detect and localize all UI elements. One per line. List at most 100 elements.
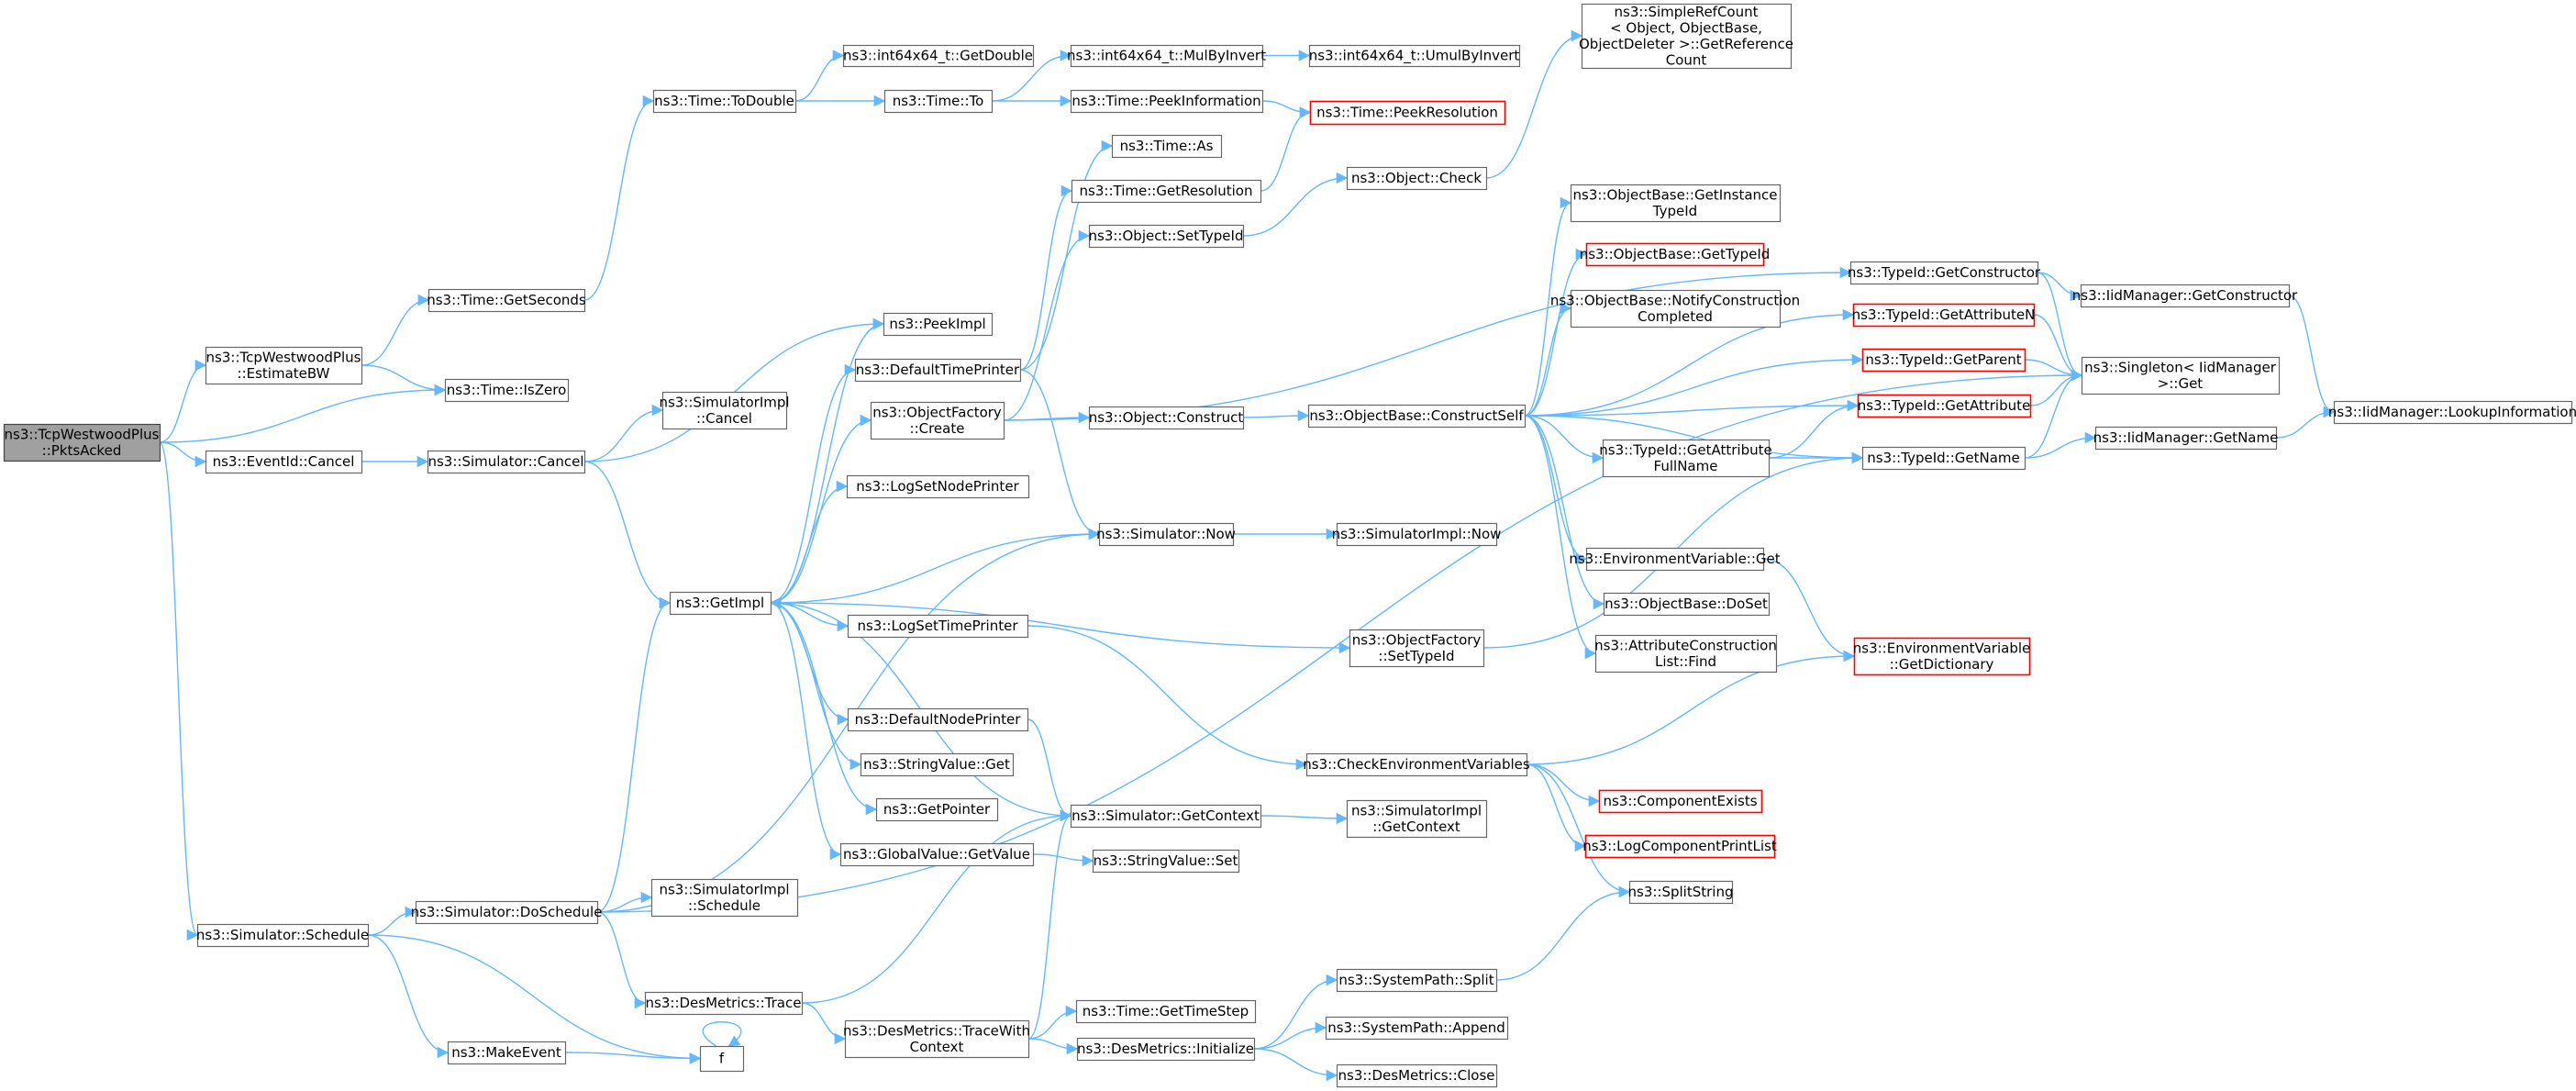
node-eventcancel[interactable]: ns3::EventId::Cancel <box>205 450 363 474</box>
node-label-eventcancel-0: ns3::EventId::Cancel <box>213 453 355 470</box>
node-box-splitstring <box>1628 880 1734 905</box>
node-todouble[interactable]: ns3::Time::ToDouble <box>652 89 797 114</box>
node-getres[interactable]: ns3::Time::GetResolution <box>1071 179 1262 204</box>
node-box-singletonget <box>2081 356 2281 395</box>
node-objfactsettypeid[interactable]: ns3::ObjectFactory::SetTypeId <box>1349 629 1485 668</box>
node-label-tgetname-0: ns3::TypeId::GetName <box>1867 450 2019 466</box>
node-obgettypeid[interactable]: ns3::ObjectBase::GetTypeId <box>1580 242 1771 267</box>
node-peekinfo[interactable]: ns3::Time::PeekInformation <box>1070 89 1264 114</box>
node-simschedule[interactable]: ns3::Simulator::Schedule <box>196 923 370 948</box>
node-objsettypeid[interactable]: ns3::Object::SetTypeId <box>1089 224 1245 249</box>
node-syspathappend[interactable]: ns3::SystemPath::Append <box>1325 1016 1509 1041</box>
node-desmeinit[interactable]: ns3::DesMetrics::Initialize <box>1076 1037 1256 1062</box>
node-obdoset[interactable]: ns3::ObjectBase::DoSet <box>1603 592 1771 617</box>
node-iszero[interactable]: ns3::Time::IsZero <box>444 378 570 403</box>
node-getpointer[interactable]: ns3::GetPointer <box>875 797 999 822</box>
node-getimpl[interactable]: ns3::GetImpl <box>669 591 772 616</box>
node-globalgetvalue[interactable]: ns3::GlobalValue::GetValue <box>839 842 1035 867</box>
node-simimplcancel[interactable]: ns3::SimulatorImpl::Cancel <box>659 391 790 430</box>
node-box-desmeclose <box>1336 1063 1498 1088</box>
node-timeas[interactable]: ns3::Time::As <box>1111 134 1223 159</box>
node-tgetattrn[interactable]: ns3::TypeId::GetAttributeN <box>1852 303 2036 328</box>
node-strvalset[interactable]: ns3::StringValue::Set <box>1092 849 1240 874</box>
node-envgetdict[interactable]: ns3::EnvironmentVariable::GetDictionary <box>1853 637 2031 676</box>
node-root[interactable]: ns3::TcpWestwoodPlus::PktsAcked <box>3 423 161 462</box>
node-logsettime[interactable]: ns3::LogSetTimePrinter <box>847 614 1029 639</box>
node-estbw[interactable]: ns3::TcpWestwoodPlus::EstimateBW <box>205 346 363 385</box>
node-desmeclose[interactable]: ns3::DesMetrics::Close <box>1336 1063 1498 1088</box>
node-compexists[interactable]: ns3::ComponentExists <box>1598 789 1763 814</box>
node-deftimeprinter[interactable]: ns3::DefaultTimePrinter <box>854 358 1022 383</box>
node-box-timeas <box>1111 134 1223 159</box>
node-mulbyinvert[interactable]: ns3::int64x64_t::MulByInvert <box>1067 44 1266 68</box>
node-i64getdouble[interactable]: ns3::int64x64_t::GetDouble <box>842 44 1035 68</box>
node-peekimpl[interactable]: ns3::PeekImpl <box>883 312 994 337</box>
node-box-peekimpl <box>883 312 994 337</box>
node-label-estbw-0: ns3::TcpWestwoodPlus <box>206 349 361 365</box>
node-logsetnode[interactable]: ns3::LogSetNodePrinter <box>846 474 1030 499</box>
edge-getsec-to-todouble <box>583 95 655 301</box>
node-label-timeto-0: ns3::Time::To <box>893 93 984 109</box>
node-simimplnow[interactable]: ns3::SimulatorImpl::Now <box>1332 522 1502 547</box>
node-checkenv[interactable]: ns3::CheckEnvironmentVariables <box>1303 752 1530 777</box>
node-simimplgetcontext[interactable]: ns3::SimulatorImpl::GetContext <box>1346 799 1488 839</box>
node-simcancel[interactable]: ns3::Simulator::Cancel <box>427 450 586 474</box>
node-strvalget[interactable]: ns3::StringValue::Get <box>860 752 1015 777</box>
node-f[interactable]: f <box>699 1045 745 1073</box>
node-iidgetname[interactable]: ns3::IidManager::GetName <box>2093 426 2279 451</box>
node-syspathsplit[interactable]: ns3::SystemPath::Split <box>1336 968 1498 993</box>
node-box-simschedule <box>196 923 370 948</box>
node-logcomplist[interactable]: ns3::LogComponentPrintList <box>1582 834 1777 859</box>
node-label-simimplgetcontext-1: ::GetContext <box>1372 818 1460 835</box>
node-peekres[interactable]: ns3::Time::PeekResolution <box>1309 100 1506 126</box>
node-label-iidgetname-0: ns3::IidManager::GetName <box>2093 429 2279 446</box>
node-tgetconstructor[interactable]: ns3::TypeId::GetConstructor <box>1848 261 2041 285</box>
node-envget[interactable]: ns3::EnvironmentVariable::Get <box>1569 547 1781 572</box>
node-makeevent[interactable]: ns3::MakeEvent <box>447 1041 567 1065</box>
node-umulbyinvert[interactable]: ns3::int64x64_t::UmulByInvert <box>1309 44 1521 68</box>
node-simnow[interactable]: ns3::Simulator::Now <box>1096 522 1236 547</box>
node-box-simimplcancel <box>661 391 788 430</box>
node-box-logsettime <box>847 614 1029 639</box>
node-timesgetstep[interactable]: ns3::Time::GetTimeStep <box>1075 999 1257 1024</box>
node-simdoschedule[interactable]: ns3::Simulator::DoSchedule <box>411 900 603 925</box>
node-simimplschedule[interactable]: ns3::SimulatorImpl::Schedule <box>650 878 799 918</box>
node-iidlookup[interactable]: ns3::IidManager::LookupInformation <box>2328 400 2576 425</box>
node-obnotify[interactable]: ns3::ObjectBase::NotifyConstructionCompl… <box>1550 289 1800 328</box>
node-label-simplerefcount-3: Count <box>1666 51 1707 68</box>
node-splitstring[interactable]: ns3::SplitString <box>1628 880 1734 905</box>
edge-getimpl-to-globalgetvalue <box>770 602 842 861</box>
node-label-obdoset-0: ns3::ObjectBase::DoSet <box>1604 596 1768 612</box>
node-obconstructself[interactable]: ns3::ObjectBase::ConstructSelf <box>1307 404 1527 429</box>
node-tgetattr[interactable]: ns3::TypeId::GetAttribute <box>1857 394 2032 418</box>
node-timeto[interactable]: ns3::Time::To <box>883 89 994 114</box>
node-label-obgettypeid-0: ns3::ObjectBase::GetTypeId <box>1580 246 1771 262</box>
node-label-tgetattrn-0: ns3::TypeId::GetAttributeN <box>1852 306 2036 323</box>
edge-simschedule-to-f <box>367 934 702 1064</box>
node-objconstruct[interactable]: ns3::Object::Construct <box>1089 406 1245 430</box>
node-objfactcreate[interactable]: ns3::ObjectFactory::Create <box>870 401 1005 440</box>
node-singletonget[interactable]: ns3::Singleton< IidManager>::Get <box>2081 356 2281 395</box>
node-tgetname[interactable]: ns3::TypeId::GetName <box>1861 446 2026 471</box>
node-label-obgetinst-1: TypeId <box>1652 203 1697 219</box>
node-simplerefcount[interactable]: ns3::SimpleRefCount< Object, ObjectBase,… <box>1579 4 1793 70</box>
node-box-attrfind <box>1594 634 1778 674</box>
node-defnodeprinter[interactable]: ns3::DefaultNodePrinter <box>847 707 1029 732</box>
node-desmetrace[interactable]: ns3::DesMetrics::Trace <box>644 991 804 1016</box>
node-objcheck[interactable]: ns3::Object::Check <box>1346 166 1488 191</box>
node-getsec[interactable]: ns3::Time::GetSeconds <box>427 288 586 313</box>
node-label-tgetattr-0: ns3::TypeId::GetAttribute <box>1858 397 2030 414</box>
node-label-syspathappend-0: ns3::SystemPath::Append <box>1327 1019 1505 1036</box>
edge-obconstructself-to-obgettypeid <box>1524 248 1588 417</box>
node-tgetparent[interactable]: ns3::TypeId::GetParent <box>1861 348 2026 373</box>
edge-desmetracewith-to-timesgetstep <box>1027 1005 1078 1040</box>
node-simgetcontext[interactable]: ns3::Simulator::GetContext <box>1070 804 1262 829</box>
node-label-desmetracewith-1: Context <box>910 1039 964 1055</box>
node-iidgetconstructor[interactable]: ns3::IidManager::GetConstructor <box>2072 284 2298 308</box>
node-box-globalgetvalue <box>839 842 1035 867</box>
node-box-obnotify <box>1570 289 1782 328</box>
